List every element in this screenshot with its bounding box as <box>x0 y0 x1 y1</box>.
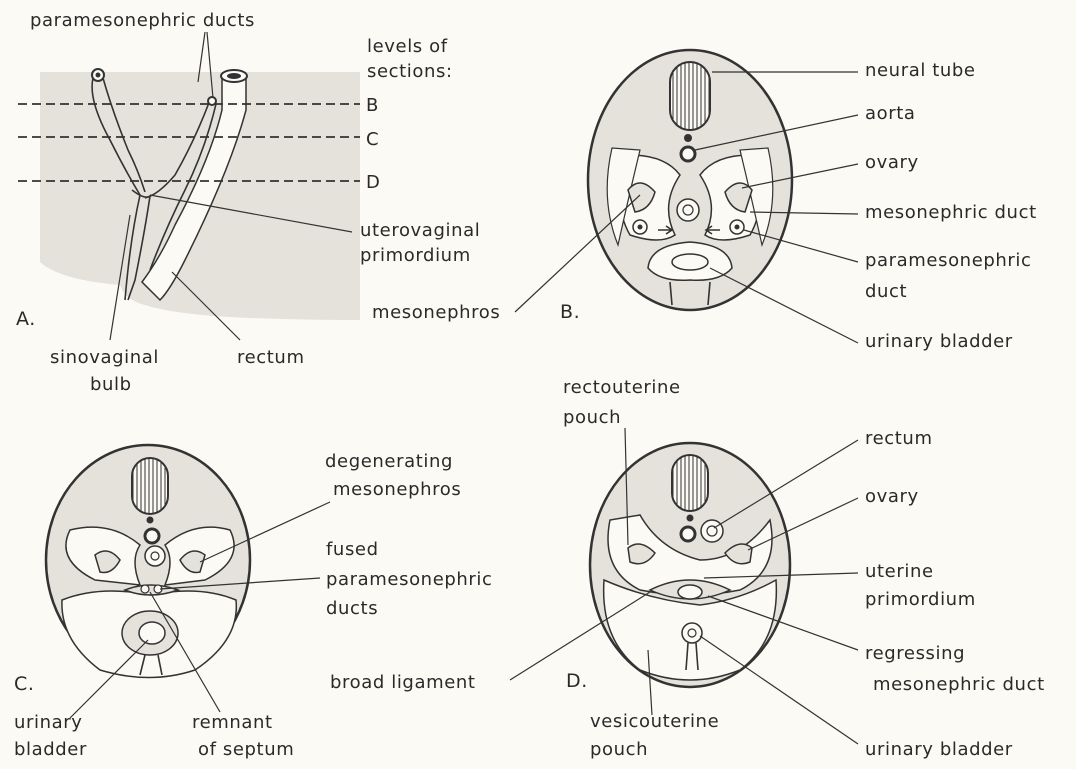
paramesonephric-duct-label-b-2: duct <box>865 281 907 302</box>
urinary-bladder-label-b: urinary bladder <box>865 331 1013 352</box>
remnant-label-2: of septum <box>198 739 294 760</box>
rectum-d <box>701 520 723 542</box>
panel-c-label: C. <box>14 673 35 695</box>
ovary-label-b: ovary <box>865 152 919 173</box>
urinary-bladder-label-c-1: urinary <box>14 712 83 733</box>
urinary-bladder-label-d: urinary bladder <box>865 739 1013 760</box>
aorta-c <box>145 529 159 543</box>
neural-tube-c <box>132 458 168 514</box>
gut-b <box>677 199 699 221</box>
uterine-label-1: uterine <box>865 561 934 582</box>
regressing-label-2: mesonephric duct <box>873 674 1045 695</box>
section-mark-c: C <box>366 129 379 150</box>
neural-tube-b <box>670 62 710 130</box>
sinovaginal-label-2: bulb <box>90 374 132 395</box>
section-mark-b: B <box>366 95 379 116</box>
fused-label-3: ducts <box>326 598 378 619</box>
regressing-label-1: regressing <box>865 643 965 664</box>
remnant-label-1: remnant <box>192 712 273 733</box>
ovary-label-d: ovary <box>865 486 919 507</box>
aorta-b <box>681 147 695 161</box>
section-mark-d: D <box>366 172 380 193</box>
panel-d-label: D. <box>566 670 588 692</box>
neural-tube-d <box>672 455 708 511</box>
sinovaginal-label-1: sinovaginal <box>50 347 159 368</box>
uterine-label-2: primordium <box>865 589 976 610</box>
vesicouterine-label-1: vesicouterine <box>590 711 719 732</box>
panel-b-label: B. <box>560 301 580 323</box>
vesicouterine-label-2: pouch <box>590 739 648 760</box>
fused-label-1: fused <box>326 539 379 560</box>
rectum-label-a: rectum <box>237 347 305 368</box>
paramesonephric-ducts-label: paramesonephric ducts <box>30 10 255 31</box>
urinary-bladder-label-c-2: bladder <box>14 739 87 760</box>
rectum-label-d: rectum <box>865 428 933 449</box>
mesonephros-label-b: mesonephros <box>372 302 500 323</box>
uterovaginal-label-1: uterovaginal <box>360 220 480 241</box>
gut-c <box>145 546 165 566</box>
degenerating-label-2: mesonephros <box>333 479 461 500</box>
neural-tube-label: neural tube <box>865 60 976 81</box>
levels-label-1: levels of <box>367 36 448 57</box>
rectouterine-label-2: pouch <box>563 407 621 428</box>
paramesonephric-duct-label-b-1: paramesonephric <box>865 250 1032 271</box>
panel-a: paramesonephric ducts levels of sections… <box>16 10 480 395</box>
uterovaginal-label-2: primordium <box>360 245 471 266</box>
aorta-d <box>681 527 695 541</box>
uterine-primordium-d <box>678 585 702 599</box>
panel-b: neural tube aorta ovary mesonephric duct… <box>372 50 1037 352</box>
panel-c: degenerating mesonephros fused parameson… <box>14 445 493 760</box>
aorta-label: aorta <box>865 103 916 124</box>
mesonephric-duct-label-b: mesonephric duct <box>865 202 1037 223</box>
panel-a-label: A. <box>16 308 36 330</box>
levels-label-2: sections: <box>367 61 453 82</box>
fused-label-2: paramesonephric <box>326 569 493 590</box>
degenerating-label-1: degenerating <box>325 451 453 472</box>
rectouterine-label-1: rectouterine <box>563 377 681 398</box>
urinary-bladder-d <box>682 623 702 643</box>
broad-ligament-label: broad ligament <box>330 672 476 693</box>
